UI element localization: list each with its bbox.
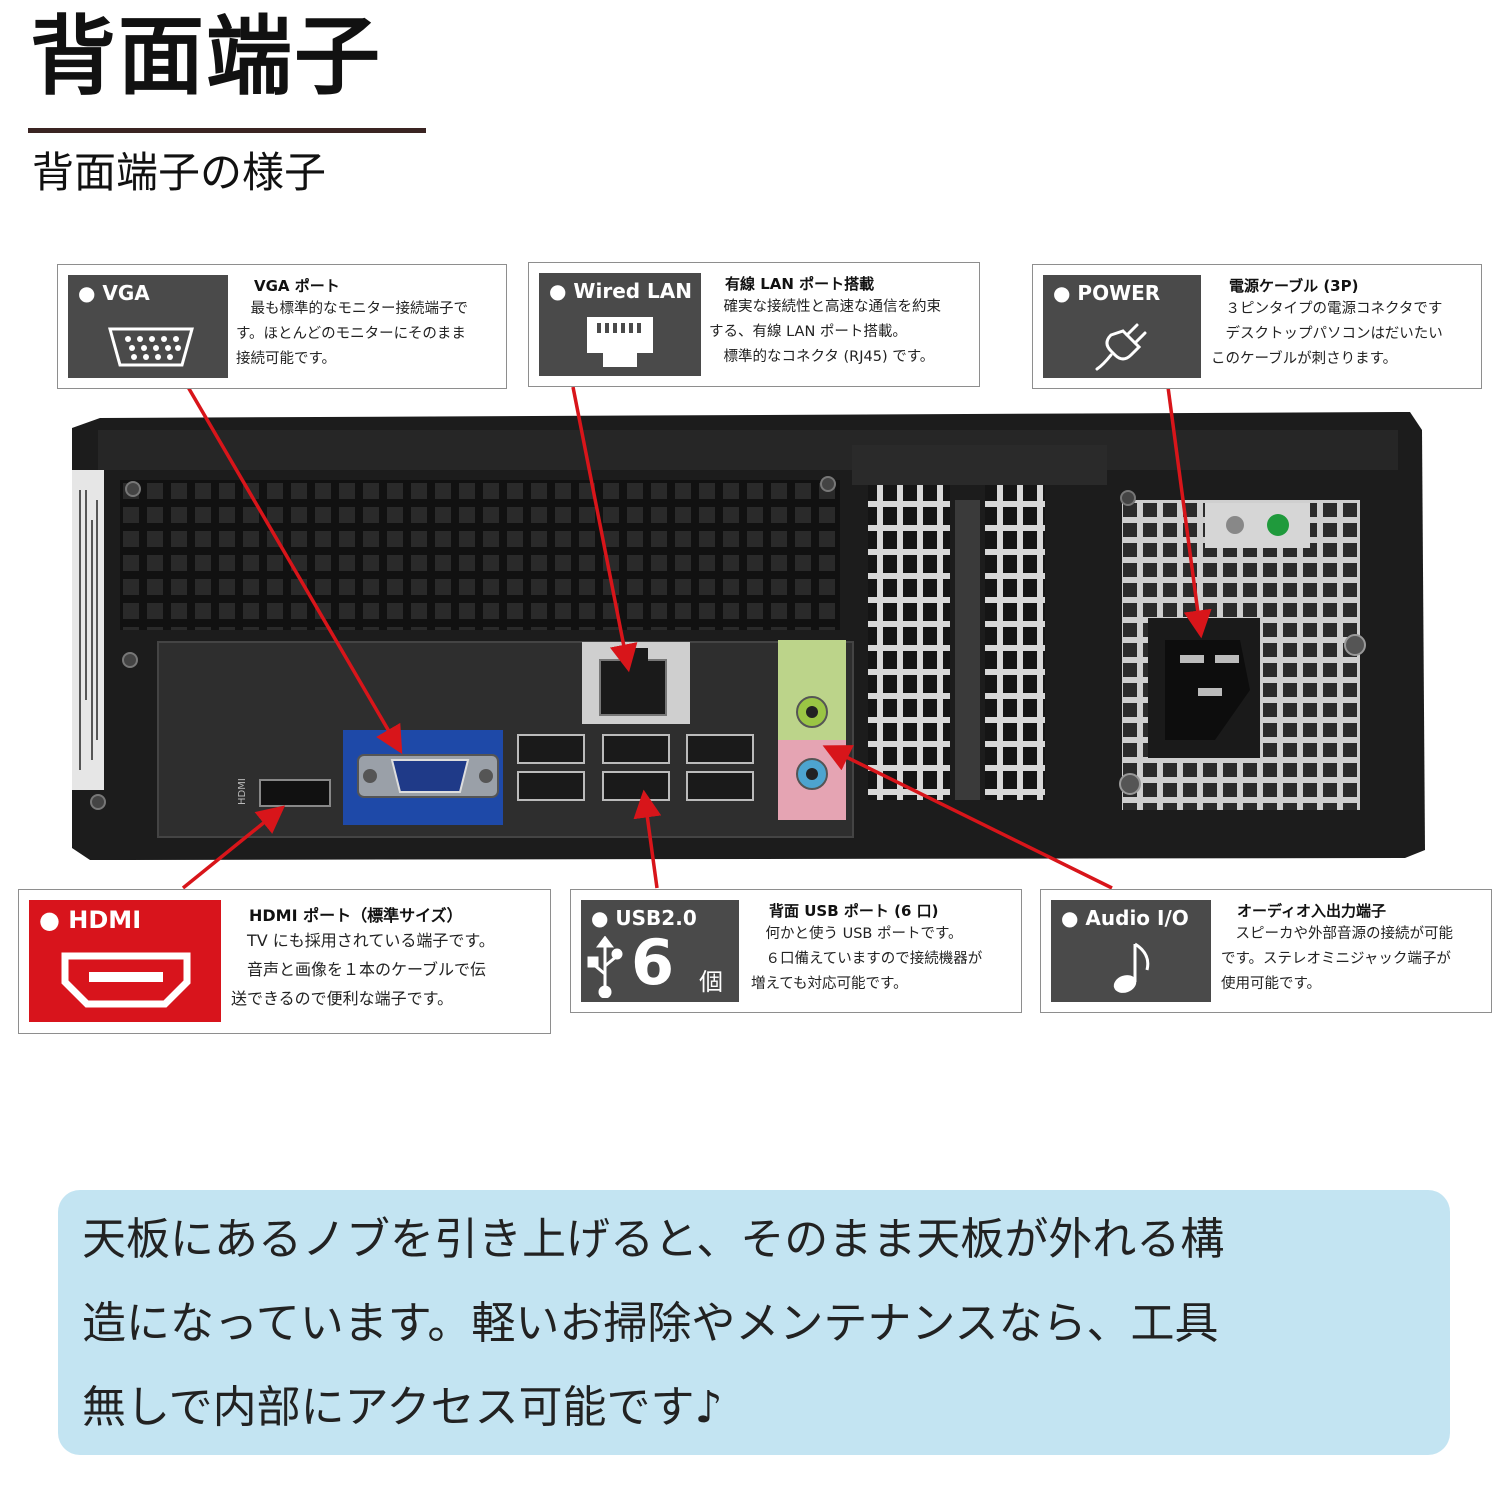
vga-callout: ● VGA VGA ポート 最も標準的なモニター接続端子で す。ほとんどのモニタ…	[57, 264, 507, 389]
lan-callout: ● Wired LAN 有線 LAN ポート搭載 確実な接続性と高速な通信を約束…	[528, 262, 980, 387]
usb-callout: ● USB2.0 6 個 背面 USB ポート (6 口) 何かと使う USB …	[570, 889, 1022, 1013]
hdmi-callout: ● HDMI HDMI ポート（標準サイズ） TV にも採用されている端子です。…	[18, 889, 551, 1034]
hdmi-connector-icon	[61, 952, 191, 1008]
audio-badge-label: ● Audio I/O	[1061, 906, 1189, 930]
usb-line-1: 何かと使う USB ポートです。	[751, 926, 963, 942]
page-subtitle: 背面端子の様子	[32, 148, 327, 197]
usb-count-unit: 個	[699, 968, 723, 996]
note-line-3: 無しで内部にアクセス可能です♪	[82, 1382, 723, 1433]
music-note-icon	[1113, 942, 1150, 993]
hdmi-badge: ● HDMI	[29, 900, 221, 1022]
lan-badge: ● Wired LAN	[539, 273, 701, 376]
lan-heading: 有線 LAN ポート搭載	[725, 275, 875, 293]
usb-description: 何かと使う USB ポートです。 ６口備えていますので接続機器が 増えても対応可…	[751, 922, 982, 997]
power-plug-icon	[1095, 323, 1147, 371]
audio-line-2: です。ステレオミニジャック端子が	[1221, 951, 1451, 967]
audio-description: スピーカや外部音源の接続が可能 です。ステレオミニジャック端子が 使用可能です。	[1221, 922, 1453, 997]
hdmi-line-3: 送できるので便利な端子です。	[231, 989, 454, 1008]
power-description: ３ピンタイプの電源コネクタです デスクトップパソコンはだいたい このケーブルが刺…	[1211, 297, 1443, 372]
usb-line-2: ６口備えていますので接続機器が	[751, 951, 983, 967]
lan-line-2: する、有線 LAN ポート搭載。	[709, 324, 907, 340]
audio-line-1: スピーカや外部音源の接続が可能	[1221, 926, 1453, 942]
vga-line-3: 接続可能です。	[236, 351, 337, 367]
power-line-3: このケーブルが刺さります。	[1211, 351, 1398, 367]
power-callout: ● POWER 電源ケーブル (3P) ３ピンタイプの電源コネクタです デスクト…	[1032, 264, 1482, 389]
usb-icon	[587, 936, 623, 998]
vga-description: 最も標準的なモニター接続端子で す。ほとんどのモニターにそのまま 接続可能です。	[236, 297, 468, 372]
hdmi-line-2: 音声と画像を１本のケーブルで伝	[231, 960, 487, 979]
usb-count: 6	[631, 926, 675, 999]
maintenance-note: 天板にあるノブを引き上げると、そのまま天板が外れる構 造になっています。軽いお掃…	[58, 1190, 1450, 1455]
svg-text:HDMI: HDMI	[237, 778, 248, 805]
vga-connector-icon	[108, 327, 194, 367]
vga-heading: VGA ポート	[254, 277, 340, 295]
power-line-1: ３ピンタイプの電源コネクタです	[1211, 301, 1443, 317]
rj45-port-icon	[587, 317, 653, 367]
audio-line-3: 使用可能です。	[1221, 976, 1322, 992]
vga-line-1: 最も標準的なモニター接続端子で	[236, 301, 468, 317]
audio-heading: オーディオ入出力端子	[1237, 902, 1386, 920]
lan-line-3: 標準的なコネクタ (RJ45) です。	[709, 349, 935, 365]
usb-line-3: 増えても対応可能です。	[751, 976, 908, 992]
lan-badge-label: ● Wired LAN	[549, 279, 692, 303]
note-line-1: 天板にあるノブを引き上げると、そのまま天板が外れる構	[82, 1214, 1225, 1265]
power-heading: 電源ケーブル (3P)	[1229, 277, 1359, 295]
hdmi-line-1: TV にも採用されている端子です。	[231, 931, 495, 950]
vga-badge-label: ● VGA	[78, 281, 150, 305]
usb-badge: ● USB2.0 6 個	[581, 900, 739, 1002]
page-title: 背面端子	[30, 7, 382, 107]
hdmi-description: TV にも採用されている端子です。 音声と画像を１本のケーブルで伝 送できるので…	[231, 926, 495, 1013]
power-badge-label: ● POWER	[1053, 281, 1161, 305]
vga-badge: ● VGA	[68, 275, 228, 378]
note-line-2: 造になっています。軽いお掃除やメンテナンスなら、工具	[82, 1298, 1219, 1349]
lan-description: 確実な接続性と高速な通信を約束 する、有線 LAN ポート搭載。 標準的なコネク…	[709, 295, 941, 370]
power-badge: ● POWER	[1043, 275, 1201, 378]
usb-heading: 背面 USB ポート (6 口)	[769, 902, 939, 920]
hdmi-heading: HDMI ポート（標準サイズ）	[249, 906, 463, 925]
power-line-2: デスクトップパソコンはだいたい	[1211, 326, 1443, 342]
usb-badge-label: ● USB2.0	[591, 906, 697, 930]
lan-line-1: 確実な接続性と高速な通信を約束	[709, 299, 941, 315]
title-underline	[28, 128, 426, 133]
audio-callout: ● Audio I/O オーディオ入出力端子 スピーカや外部音源の接続が可能 で…	[1040, 889, 1492, 1013]
vga-line-2: す。ほとんどのモニターにそのまま	[236, 326, 466, 342]
audio-badge: ● Audio I/O	[1051, 900, 1211, 1002]
hdmi-badge-label: ● HDMI	[39, 906, 142, 934]
